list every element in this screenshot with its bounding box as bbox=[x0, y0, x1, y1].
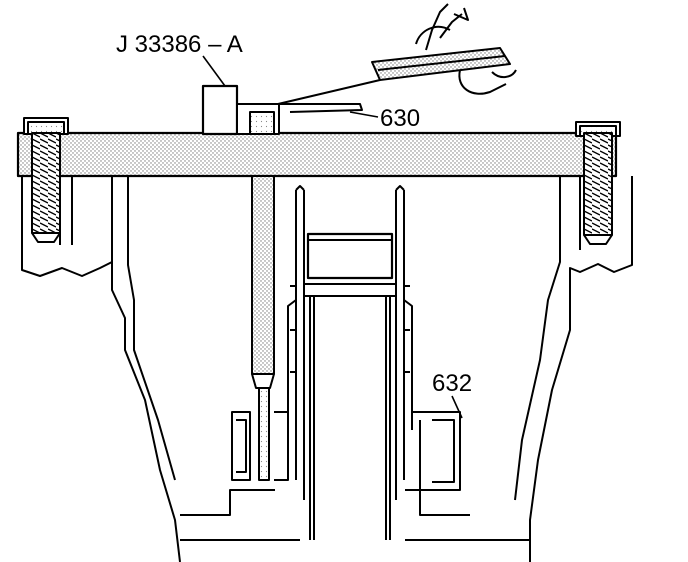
right-bolt bbox=[575, 121, 621, 245]
housing-case bbox=[21, 176, 633, 562]
label-632: 632 bbox=[432, 370, 472, 397]
center-shaft bbox=[287, 185, 413, 540]
tool-bridge-plate bbox=[16, 131, 618, 178]
label-tool: J 33386 – A bbox=[116, 31, 243, 58]
feeler-gauge-hand bbox=[277, 3, 517, 105]
leader-630 bbox=[349, 111, 379, 118]
tool-block bbox=[201, 84, 363, 136]
tool-pin bbox=[251, 175, 275, 481]
part-632-assembly bbox=[231, 411, 461, 491]
left-bolt bbox=[23, 117, 69, 243]
leader-632 bbox=[451, 395, 463, 419]
label-630: 630 bbox=[380, 105, 420, 132]
leader-tool bbox=[202, 55, 226, 87]
